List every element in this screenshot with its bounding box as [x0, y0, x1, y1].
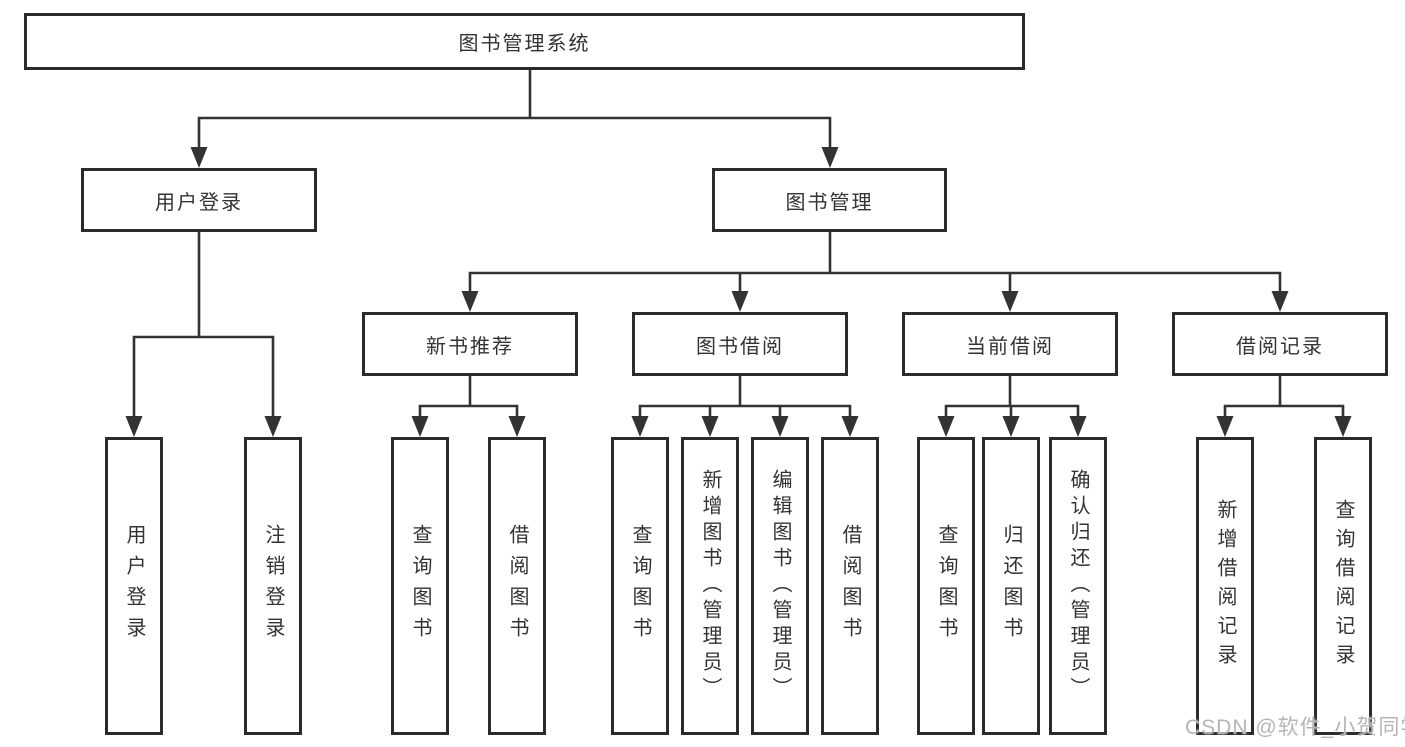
leaf-query-books-1: 查询图书: [391, 437, 449, 735]
leaf-user-login: 用户登录: [105, 437, 163, 735]
leaf-return-book: 归还图书: [982, 437, 1040, 735]
leaf-edit-book-admin: 编辑图书（管理员）: [751, 437, 809, 735]
node-borrow-records: 借阅记录: [1172, 312, 1388, 376]
leaf-borrow-books-2: 借阅图书: [821, 437, 879, 735]
node-new-book-recommend: 新书推荐: [362, 312, 578, 376]
leaf-query-books-2: 查询图书: [611, 437, 669, 735]
leaf-add-book-admin: 新增图书（管理员）: [681, 437, 739, 735]
leaf-query-borrow-record: 查询借阅记录: [1314, 437, 1372, 735]
node-library-system: 图书管理系统: [24, 13, 1025, 70]
leaf-logout: 注销登录: [244, 437, 302, 735]
watermark: CSDN @软件_小贺同学: [1185, 716, 1405, 739]
leaf-borrow-books-1: 借阅图书: [488, 437, 546, 735]
leaf-confirm-return-admin: 确认归还（管理员）: [1049, 437, 1107, 735]
leaf-query-books-3: 查询图书: [917, 437, 975, 735]
node-book-management: 图书管理: [712, 168, 947, 232]
leaf-add-borrow-record: 新增借阅记录: [1196, 437, 1254, 735]
node-book-borrowing: 图书借阅: [632, 312, 848, 376]
node-current-borrowing: 当前借阅: [902, 312, 1118, 376]
node-user-login: 用户登录: [81, 168, 317, 232]
